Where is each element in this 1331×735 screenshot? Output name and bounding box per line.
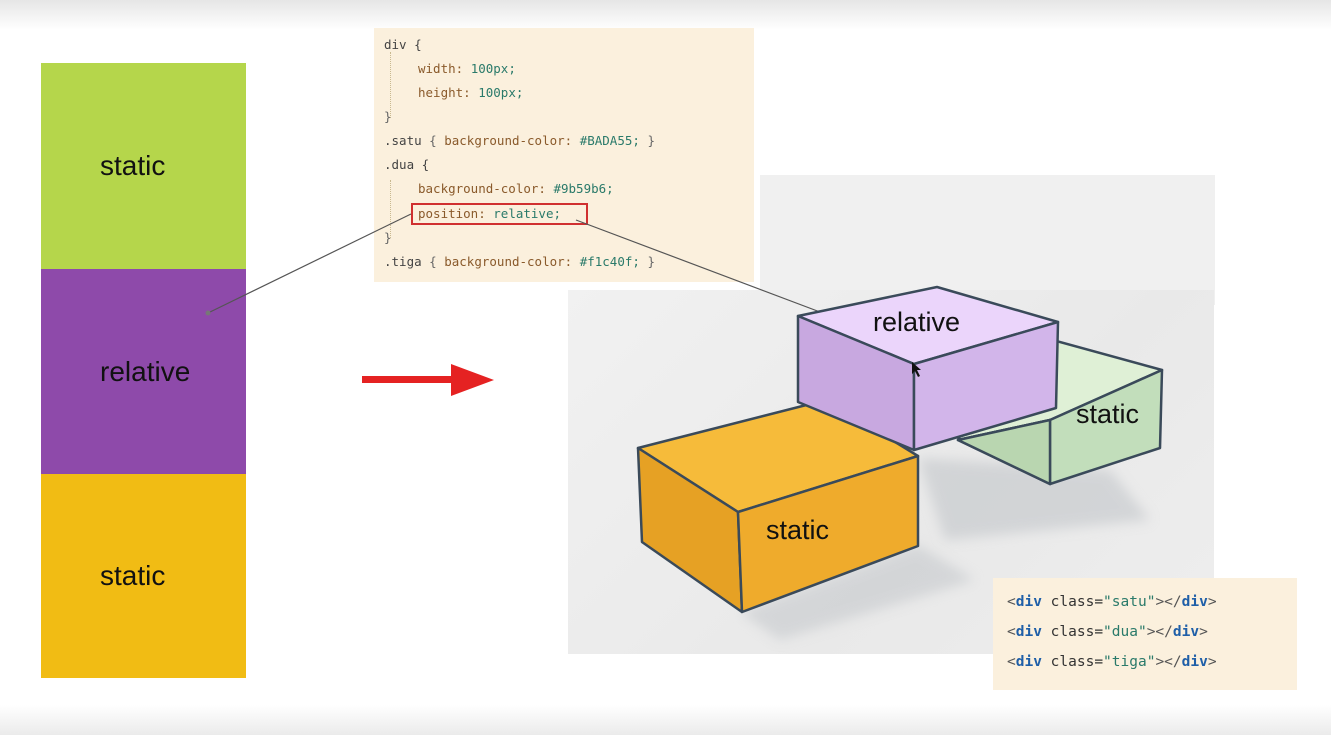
css-code-panel: div { width: 100px; height: 100px; } .sa…: [374, 28, 754, 282]
code-prop: background-color:: [418, 181, 546, 196]
code-text: div {: [384, 37, 422, 52]
code-line: width: 100px;: [384, 61, 516, 77]
code-string: "satu": [1103, 594, 1156, 610]
cube-static-orange: [636, 398, 920, 614]
box-satu-static: static: [41, 63, 246, 269]
cube-shadow: [918, 458, 1150, 540]
code-punct: >: [1207, 594, 1217, 610]
code-text: {: [429, 133, 437, 148]
code-prop: width:: [418, 61, 464, 76]
code-tag: div: [1015, 624, 1042, 640]
code-punct: <: [1007, 654, 1016, 670]
indent-guide: [390, 180, 391, 238]
code-line-highlighted: position: relative;: [384, 206, 561, 222]
code-selector: .satu: [384, 133, 422, 148]
code-tag: div: [1181, 594, 1208, 610]
code-attr: class=: [1041, 624, 1104, 640]
box-dua-label: relative: [100, 355, 191, 387]
code-line: }: [384, 109, 392, 125]
code-value: 100px;: [478, 85, 524, 100]
top-shade: [0, 0, 1331, 30]
code-selector: .dua {: [384, 157, 430, 172]
cube-shadow: [740, 545, 975, 640]
html-code-line: <div class="dua"></div>: [1007, 624, 1208, 640]
code-line: div {: [384, 37, 422, 53]
code-punct: ></: [1146, 624, 1173, 640]
connector-dot: [205, 310, 211, 316]
code-value: relative;: [493, 206, 561, 221]
indent-guide: [390, 52, 391, 118]
code-line: background-color: #9b59b6;: [384, 181, 614, 197]
html-code-panel: <div class="satu"></div> <div class="dua…: [993, 578, 1297, 690]
code-punct: >: [1199, 624, 1208, 640]
code-line: .tiga { background-color: #f1c40f; }: [384, 254, 655, 270]
cube-static-green-label: static: [1076, 399, 1140, 429]
code-tag: div: [1015, 594, 1042, 610]
code-line: }: [384, 230, 392, 246]
code-punct: ></: [1155, 654, 1182, 670]
code-tag: div: [1172, 624, 1200, 640]
code-punct: ></: [1155, 594, 1182, 610]
code-text: }: [384, 109, 392, 124]
code-prop: background-color:: [444, 133, 573, 148]
code-prop: position:: [418, 206, 486, 221]
code-punct: <: [1007, 594, 1016, 610]
html-code-line: <div class="tiga"></div>: [1007, 654, 1217, 670]
html-code-line: <div class="satu"></div>: [1007, 594, 1217, 610]
red-arrow-icon: [362, 364, 494, 396]
code-tag: div: [1015, 654, 1042, 670]
code-value: #f1c40f;: [579, 254, 640, 269]
code-tag: div: [1181, 654, 1208, 670]
code-punct: <: [1007, 624, 1016, 640]
box-tiga-label: static: [100, 560, 166, 591]
cube-relative-purple: [796, 285, 1060, 452]
code-value: #BADA55;: [579, 133, 640, 148]
code-line: height: 100px;: [384, 85, 523, 101]
code-line: .satu { background-color: #BADA55; }: [384, 133, 655, 149]
cube-static-orange-label: static: [766, 515, 830, 545]
box-tiga-static: static: [41, 474, 246, 678]
code-string: "dua": [1103, 624, 1147, 640]
code-line: .dua {: [384, 157, 429, 173]
scene-background-top: [760, 175, 1215, 305]
bottom-shade: [0, 705, 1331, 735]
box-satu-label: static: [100, 150, 166, 181]
code-attr: class=: [1041, 654, 1104, 670]
connector-line-left: [207, 213, 412, 314]
code-value: #9b59b6;: [553, 181, 614, 196]
code-text: }: [384, 230, 392, 245]
code-prop: background-color:: [444, 254, 573, 269]
code-punct: >: [1207, 654, 1217, 670]
connector-line-right: [575, 219, 829, 316]
code-text: }: [647, 254, 655, 269]
code-prop: height:: [418, 85, 471, 100]
code-value: 100px;: [470, 61, 516, 76]
code-text: {: [429, 254, 437, 269]
position-relative-highlight: [411, 203, 588, 225]
box-dua-relative: relative: [41, 269, 246, 474]
mouse-cursor-icon: [912, 362, 921, 377]
code-selector: .tiga: [384, 254, 422, 269]
code-attr: class=: [1041, 594, 1104, 610]
code-text: }: [647, 133, 655, 148]
cube-relative-label: relative: [873, 307, 961, 337]
code-string: "tiga": [1103, 654, 1156, 670]
